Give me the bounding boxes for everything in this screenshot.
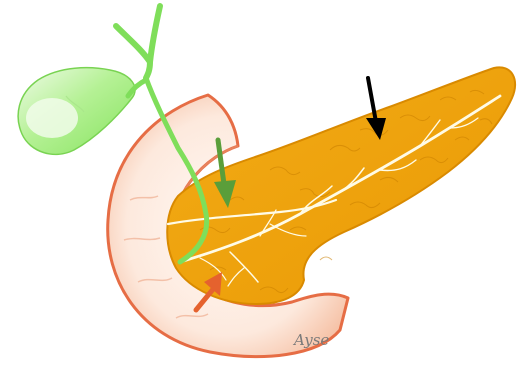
artist-signature: Ayse	[292, 331, 329, 349]
gallbladder	[18, 68, 135, 155]
